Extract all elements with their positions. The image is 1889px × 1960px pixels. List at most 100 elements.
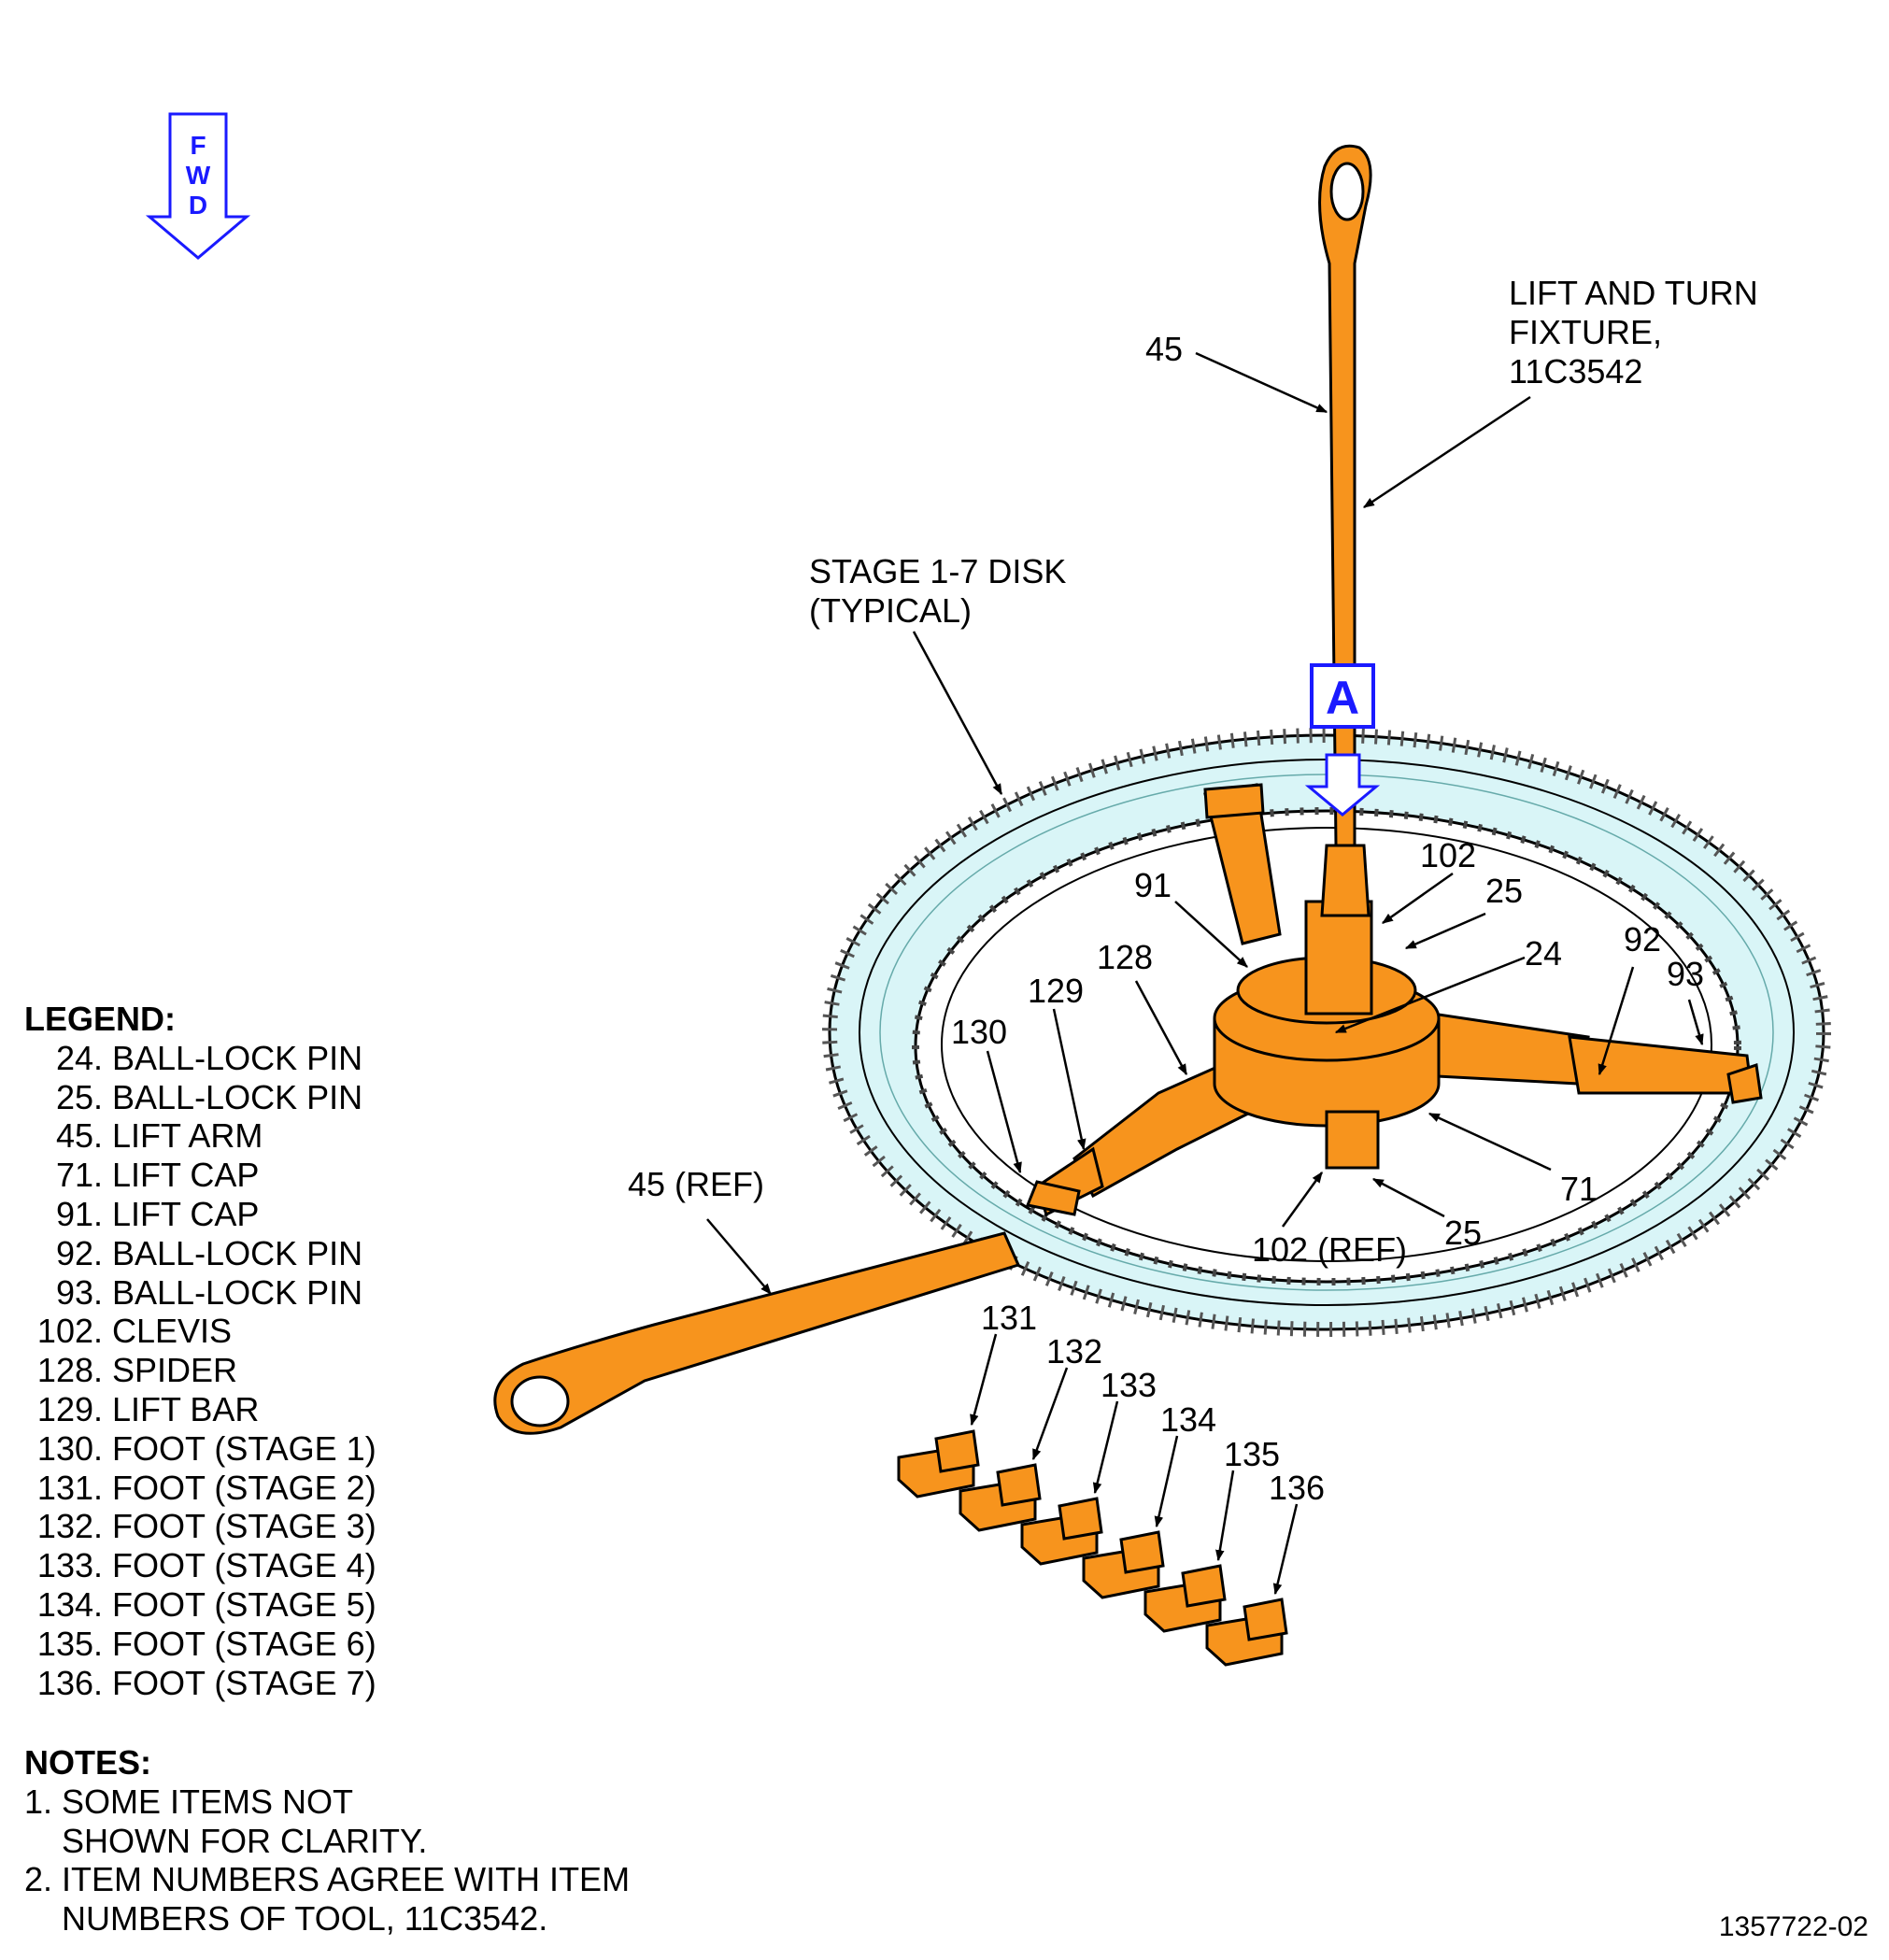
legend-item-label: FOOT (STAGE 5) [112, 1584, 376, 1624]
legend-item-number: 131. [36, 1468, 103, 1507]
callout-102-ref: 102 (REF) [1252, 1230, 1407, 1269]
legend-item-number: 92. [55, 1233, 103, 1272]
legend-item-label: FOOT (STAGE 4) [112, 1546, 376, 1585]
lift-cap-hub [1213, 900, 1441, 1170]
legend-item: 91.LIFT CAP [24, 1195, 376, 1234]
foot-133 [1020, 1497, 1103, 1566]
figure-number: 1357722-02 [1718, 1911, 1868, 1942]
legend-item: 93.BALL-LOCK PIN [24, 1273, 376, 1313]
lift-arm [1318, 144, 1372, 917]
legend-item-label: FOOT (STAGE 6) [112, 1624, 376, 1663]
callout-135: 135 [1224, 1435, 1280, 1473]
legend-item: 71.LIFT CAP [24, 1156, 376, 1195]
notes-lines: 1. SOME ITEMS NOT SHOWN FOR CLARITY.2. I… [24, 1782, 630, 1939]
callout-45-ref: 45 (REF) [628, 1165, 764, 1203]
legend-item-label: BALL-LOCK PIN [112, 1038, 363, 1077]
legend-item: 25.BALL-LOCK PIN [24, 1078, 376, 1117]
callout-128: 128 [1097, 938, 1153, 976]
legend-item-label: FOOT (STAGE 3) [112, 1507, 376, 1546]
callout-92: 92 [1624, 920, 1661, 959]
callout-24: 24 [1525, 934, 1562, 973]
callout-136: 136 [1269, 1469, 1325, 1507]
legend-item-label: LIFT ARM [112, 1116, 263, 1156]
foot-136 [1205, 1598, 1288, 1667]
legend-item: 92.BALL-LOCK PIN [24, 1234, 376, 1273]
callout-132: 132 [1046, 1332, 1102, 1371]
foot-132 [959, 1463, 1042, 1532]
legend-item: 128.SPIDER [24, 1351, 376, 1390]
notes: NOTES: 1. SOME ITEMS NOT SHOWN FOR CLARI… [24, 1743, 630, 1939]
callout-lift-turn-line2: FIXTURE, [1509, 313, 1662, 351]
legend-item-label: LIFT CAP [112, 1194, 260, 1233]
note-line: NUMBERS OF TOOL, 11C3542. [24, 1899, 548, 1939]
callout-25-lower: 25 [1444, 1214, 1482, 1252]
legend-item-number: 128. [36, 1351, 103, 1390]
legend-item-label: LIFT BAR [112, 1389, 260, 1428]
foot-134 [1082, 1530, 1165, 1599]
note-line: 1. SOME ITEMS NOT [24, 1782, 354, 1821]
legend-item-label: SPIDER [112, 1351, 238, 1390]
view-a-indicator: A [1304, 663, 1381, 817]
legend-item-number: 132. [36, 1507, 103, 1546]
legend-item-number: 130. [36, 1428, 103, 1468]
legend-item-label: LIFT CAP [112, 1156, 260, 1195]
legend-item: 133.FOOT (STAGE 4) [24, 1546, 376, 1585]
legend-item-number: 25. [55, 1077, 103, 1116]
legend-item: 132.FOOT (STAGE 3) [24, 1507, 376, 1546]
feet-set [897, 1429, 1288, 1667]
legend-item: 45.LIFT ARM [24, 1116, 376, 1156]
foot-135 [1143, 1564, 1227, 1633]
legend-item-number: 102. [36, 1312, 103, 1351]
legend-item-number: 134. [36, 1584, 103, 1624]
notes-title: NOTES: [24, 1743, 152, 1782]
legend-item-number: 135. [36, 1624, 103, 1663]
lift-arm-ref [493, 1231, 1021, 1435]
fwd-letter-d: D [189, 191, 207, 220]
leader-lines [706, 351, 1704, 1596]
callouts: LIFT AND TURN FIXTURE, 11C3542 STAGE 1-7… [628, 274, 1758, 1507]
callout-133: 133 [1101, 1366, 1157, 1404]
callout-45: 45 [1145, 330, 1183, 368]
fwd-letter-f: F [190, 131, 206, 160]
legend-item: 134.FOOT (STAGE 5) [24, 1585, 376, 1625]
callout-130: 130 [951, 1013, 1007, 1051]
legend-item-label: FOOT (STAGE 7) [112, 1663, 376, 1702]
callout-stage-disk-line2: (TYPICAL) [809, 591, 972, 630]
callout-25-upper: 25 [1485, 872, 1523, 910]
legend-item: 135.FOOT (STAGE 6) [24, 1625, 376, 1664]
legend-item: 129.LIFT BAR [24, 1390, 376, 1429]
callout-102: 102 [1420, 836, 1476, 874]
legend-item-number: 45. [55, 1116, 103, 1156]
legend-item-label: FOOT (STAGE 2) [112, 1468, 376, 1507]
note-line: SHOWN FOR CLARITY. [24, 1821, 428, 1860]
legend-item-label: BALL-LOCK PIN [112, 1077, 363, 1116]
note-line: 2. ITEM NUMBERS AGREE WITH ITEM [24, 1860, 631, 1899]
callout-131: 131 [981, 1299, 1037, 1337]
foot-131 [897, 1429, 980, 1498]
legend-item-label: FOOT (STAGE 1) [112, 1428, 376, 1468]
legend-item: 136.FOOT (STAGE 7) [24, 1664, 376, 1703]
legend-item: 130.FOOT (STAGE 1) [24, 1429, 376, 1469]
callout-lift-turn-line3: 11C3542 [1509, 352, 1642, 391]
legend-item-number: 133. [36, 1546, 103, 1585]
legend-item-number: 24. [55, 1038, 103, 1077]
legend-title: LEGEND: [24, 1000, 176, 1038]
legend-item: 131.FOOT (STAGE 2) [24, 1469, 376, 1508]
legend-item-number: 129. [36, 1389, 103, 1428]
fwd-arrow-icon: F W D [145, 112, 251, 260]
callout-lift-turn-line1: LIFT AND TURN [1509, 274, 1758, 312]
spider [1025, 783, 1763, 1217]
view-a-label: A [1326, 672, 1359, 724]
callout-93: 93 [1667, 955, 1704, 993]
legend-item-number: 71. [55, 1156, 103, 1195]
legend-item-number: 136. [36, 1663, 103, 1702]
legend-item-label: BALL-LOCK PIN [112, 1233, 363, 1272]
callout-71: 71 [1560, 1170, 1598, 1208]
callout-stage-disk-line1: STAGE 1-7 DISK [809, 552, 1066, 590]
callout-129: 129 [1028, 972, 1084, 1010]
legend-item-number: 93. [55, 1272, 103, 1312]
legend-item-label: BALL-LOCK PIN [112, 1272, 363, 1312]
callout-134: 134 [1160, 1400, 1216, 1439]
